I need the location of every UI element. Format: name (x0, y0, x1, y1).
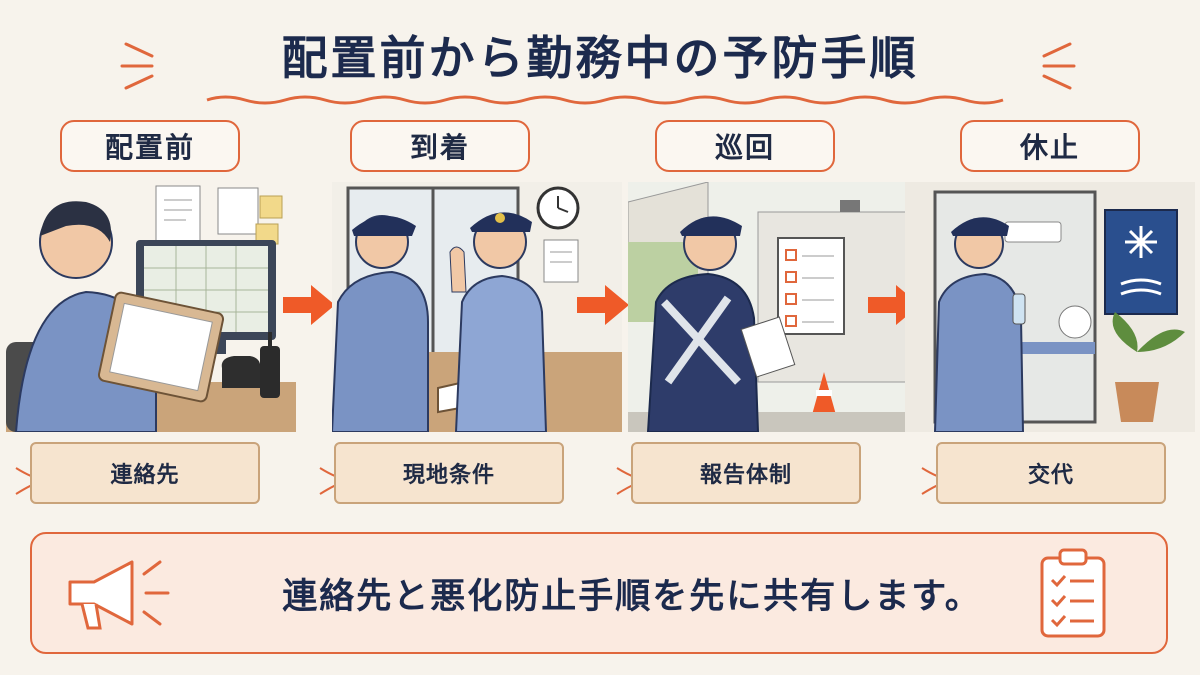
emphasis-lines-left-icon (120, 42, 154, 90)
tag-reporting-system: 報告体制 (631, 442, 861, 504)
notice-message: 連絡先と悪化防止手順を先に共有します。 (282, 576, 982, 617)
notice-banner: 連絡先と悪化防止手順を先に共有します。 (30, 532, 1168, 654)
clipboard-checklist-icon (1040, 548, 1106, 638)
step-label-patrol: 巡回 (655, 120, 835, 172)
arrow-right-icon (577, 285, 629, 325)
arrival-greeting-icon (332, 182, 622, 432)
tag-shift-change: 交代 (936, 442, 1166, 504)
scene-arrival-illustration (332, 182, 622, 432)
emphasis-lines-right-icon (1042, 42, 1076, 90)
scene-desk-illustration (6, 182, 296, 432)
megaphone-icon (68, 560, 170, 630)
arrow-right-icon (283, 285, 335, 325)
desk-with-radio-icon (6, 185, 296, 432)
step-label-arrival: 到着 (350, 120, 530, 172)
page-title: 配置前から勤務中の予防手順 (281, 31, 919, 85)
step-label-before-deployment: 配置前 (60, 120, 240, 172)
tag-contact: 連絡先 (30, 442, 260, 504)
title-underline (206, 95, 1004, 105)
step-label-rest: 休止 (960, 120, 1140, 172)
rest-room-icon (905, 182, 1195, 432)
title-area: 配置前から勤務中の予防手順 (0, 14, 1200, 105)
scene-rest-illustration (905, 182, 1195, 432)
tag-site-conditions: 現地条件 (334, 442, 564, 504)
